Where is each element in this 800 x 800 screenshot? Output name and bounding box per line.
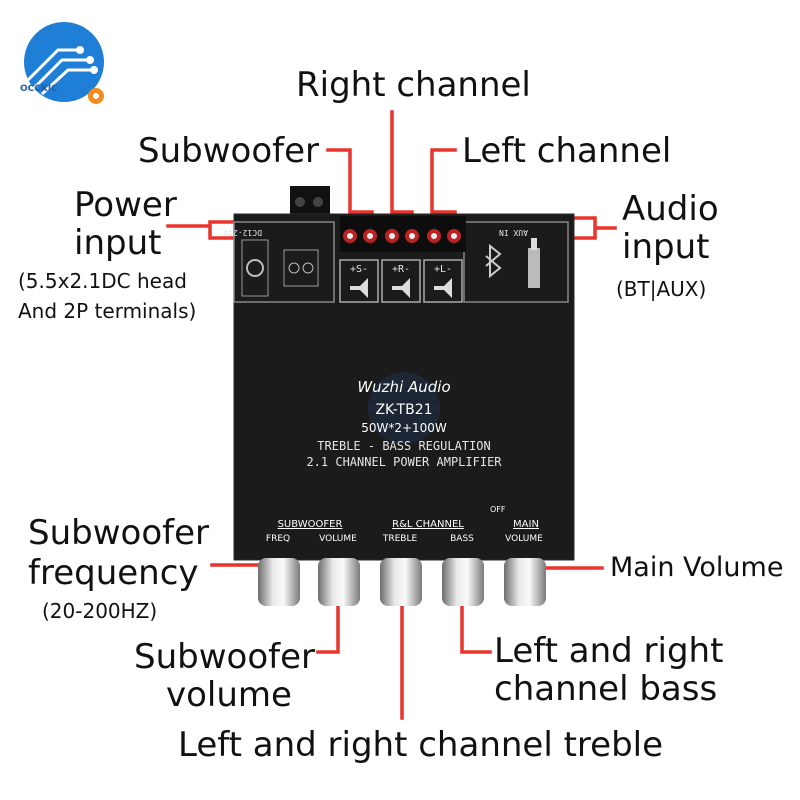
knob-treble (380, 558, 422, 606)
label-lr-bass-1: Left and right (494, 631, 724, 671)
knob-sub-frequency (258, 558, 300, 606)
label-speaker-left: +L- (434, 264, 452, 275)
board-power: 50W*2+100W (361, 421, 447, 435)
aux-jack-icon (528, 248, 540, 288)
dc-jack-icon (246, 259, 264, 277)
knob-label-bass: BASS (450, 534, 474, 544)
knobs (258, 558, 546, 606)
knob-label-treble: TREBLE (382, 534, 418, 544)
brand-logo: OCCKIC (18, 20, 110, 112)
label-sub-volume-2: volume (166, 675, 292, 715)
label-audio-note: (BT|AUX) (616, 277, 707, 301)
label-sub-frequency-2: frequency (28, 553, 199, 593)
label-audio-input-2: input (622, 227, 710, 267)
knob-bass (442, 558, 484, 606)
label-speaker-sub: +S- (350, 264, 368, 275)
label-left-channel: Left channel (462, 131, 672, 171)
label-lr-bass-2: channel bass (494, 669, 718, 709)
knob-label-freq: FREQ (266, 534, 290, 544)
label-speaker-right: +R- (392, 264, 410, 275)
label-power-input-1: Power (74, 185, 177, 225)
knob-sub-volume (318, 558, 360, 606)
board-aux-label: AUX IN (499, 228, 528, 237)
amplifier-board: Wuzhi Audio ZK-TB21 50W*2+100W TREBLE - … (223, 186, 575, 606)
knob-label-main-volume: VOLUME (505, 534, 543, 544)
off-label: OFF (490, 505, 506, 514)
terminal-icon (283, 249, 319, 287)
speaker-left-icon (434, 278, 452, 298)
group-main: MAIN (513, 519, 539, 530)
label-sub-volume-1: Subwoofer (134, 637, 315, 677)
label-main-volume: Main Volume (610, 552, 784, 583)
board-model: ZK-TB21 (375, 402, 432, 418)
label-power-note-1: (5.5x2.1DC head (18, 269, 187, 293)
speaker-terminals (340, 216, 466, 252)
group-subwoofer: SUBWOOFER (278, 519, 343, 530)
knob-main-volume (504, 558, 546, 606)
bluetooth-icon (485, 243, 502, 279)
circuit-logo-icon (24, 22, 104, 104)
label-subwoofer: Subwoofer (138, 131, 319, 171)
speaker-right-icon (392, 278, 410, 298)
speaker-sub-icon (350, 278, 368, 298)
knob-label-volume: VOLUME (319, 534, 357, 544)
group-rl: R&L CHANNEL (392, 519, 464, 530)
label-audio-input-1: Audio (622, 189, 719, 229)
label-right-channel: Right channel (296, 65, 531, 105)
label-power-input-2: input (74, 223, 162, 263)
label-lr-treble: Left and right channel treble (178, 725, 664, 765)
label-sub-frequency-note: (20-200HZ) (42, 599, 158, 623)
board-logo: Wuzhi Audio (357, 378, 450, 396)
label-power-note-2: And 2P terminals) (18, 299, 197, 323)
board-dc-label: DC12-24V (223, 228, 262, 237)
label-sub-frequency-1: Subwoofer (28, 513, 209, 553)
board-line1: TREBLE - BASS REGULATION (317, 439, 490, 453)
board-line2: 2.1 CHANNEL POWER AMPLIFIER (306, 455, 502, 469)
brand-name: OCCKIC (20, 84, 58, 94)
